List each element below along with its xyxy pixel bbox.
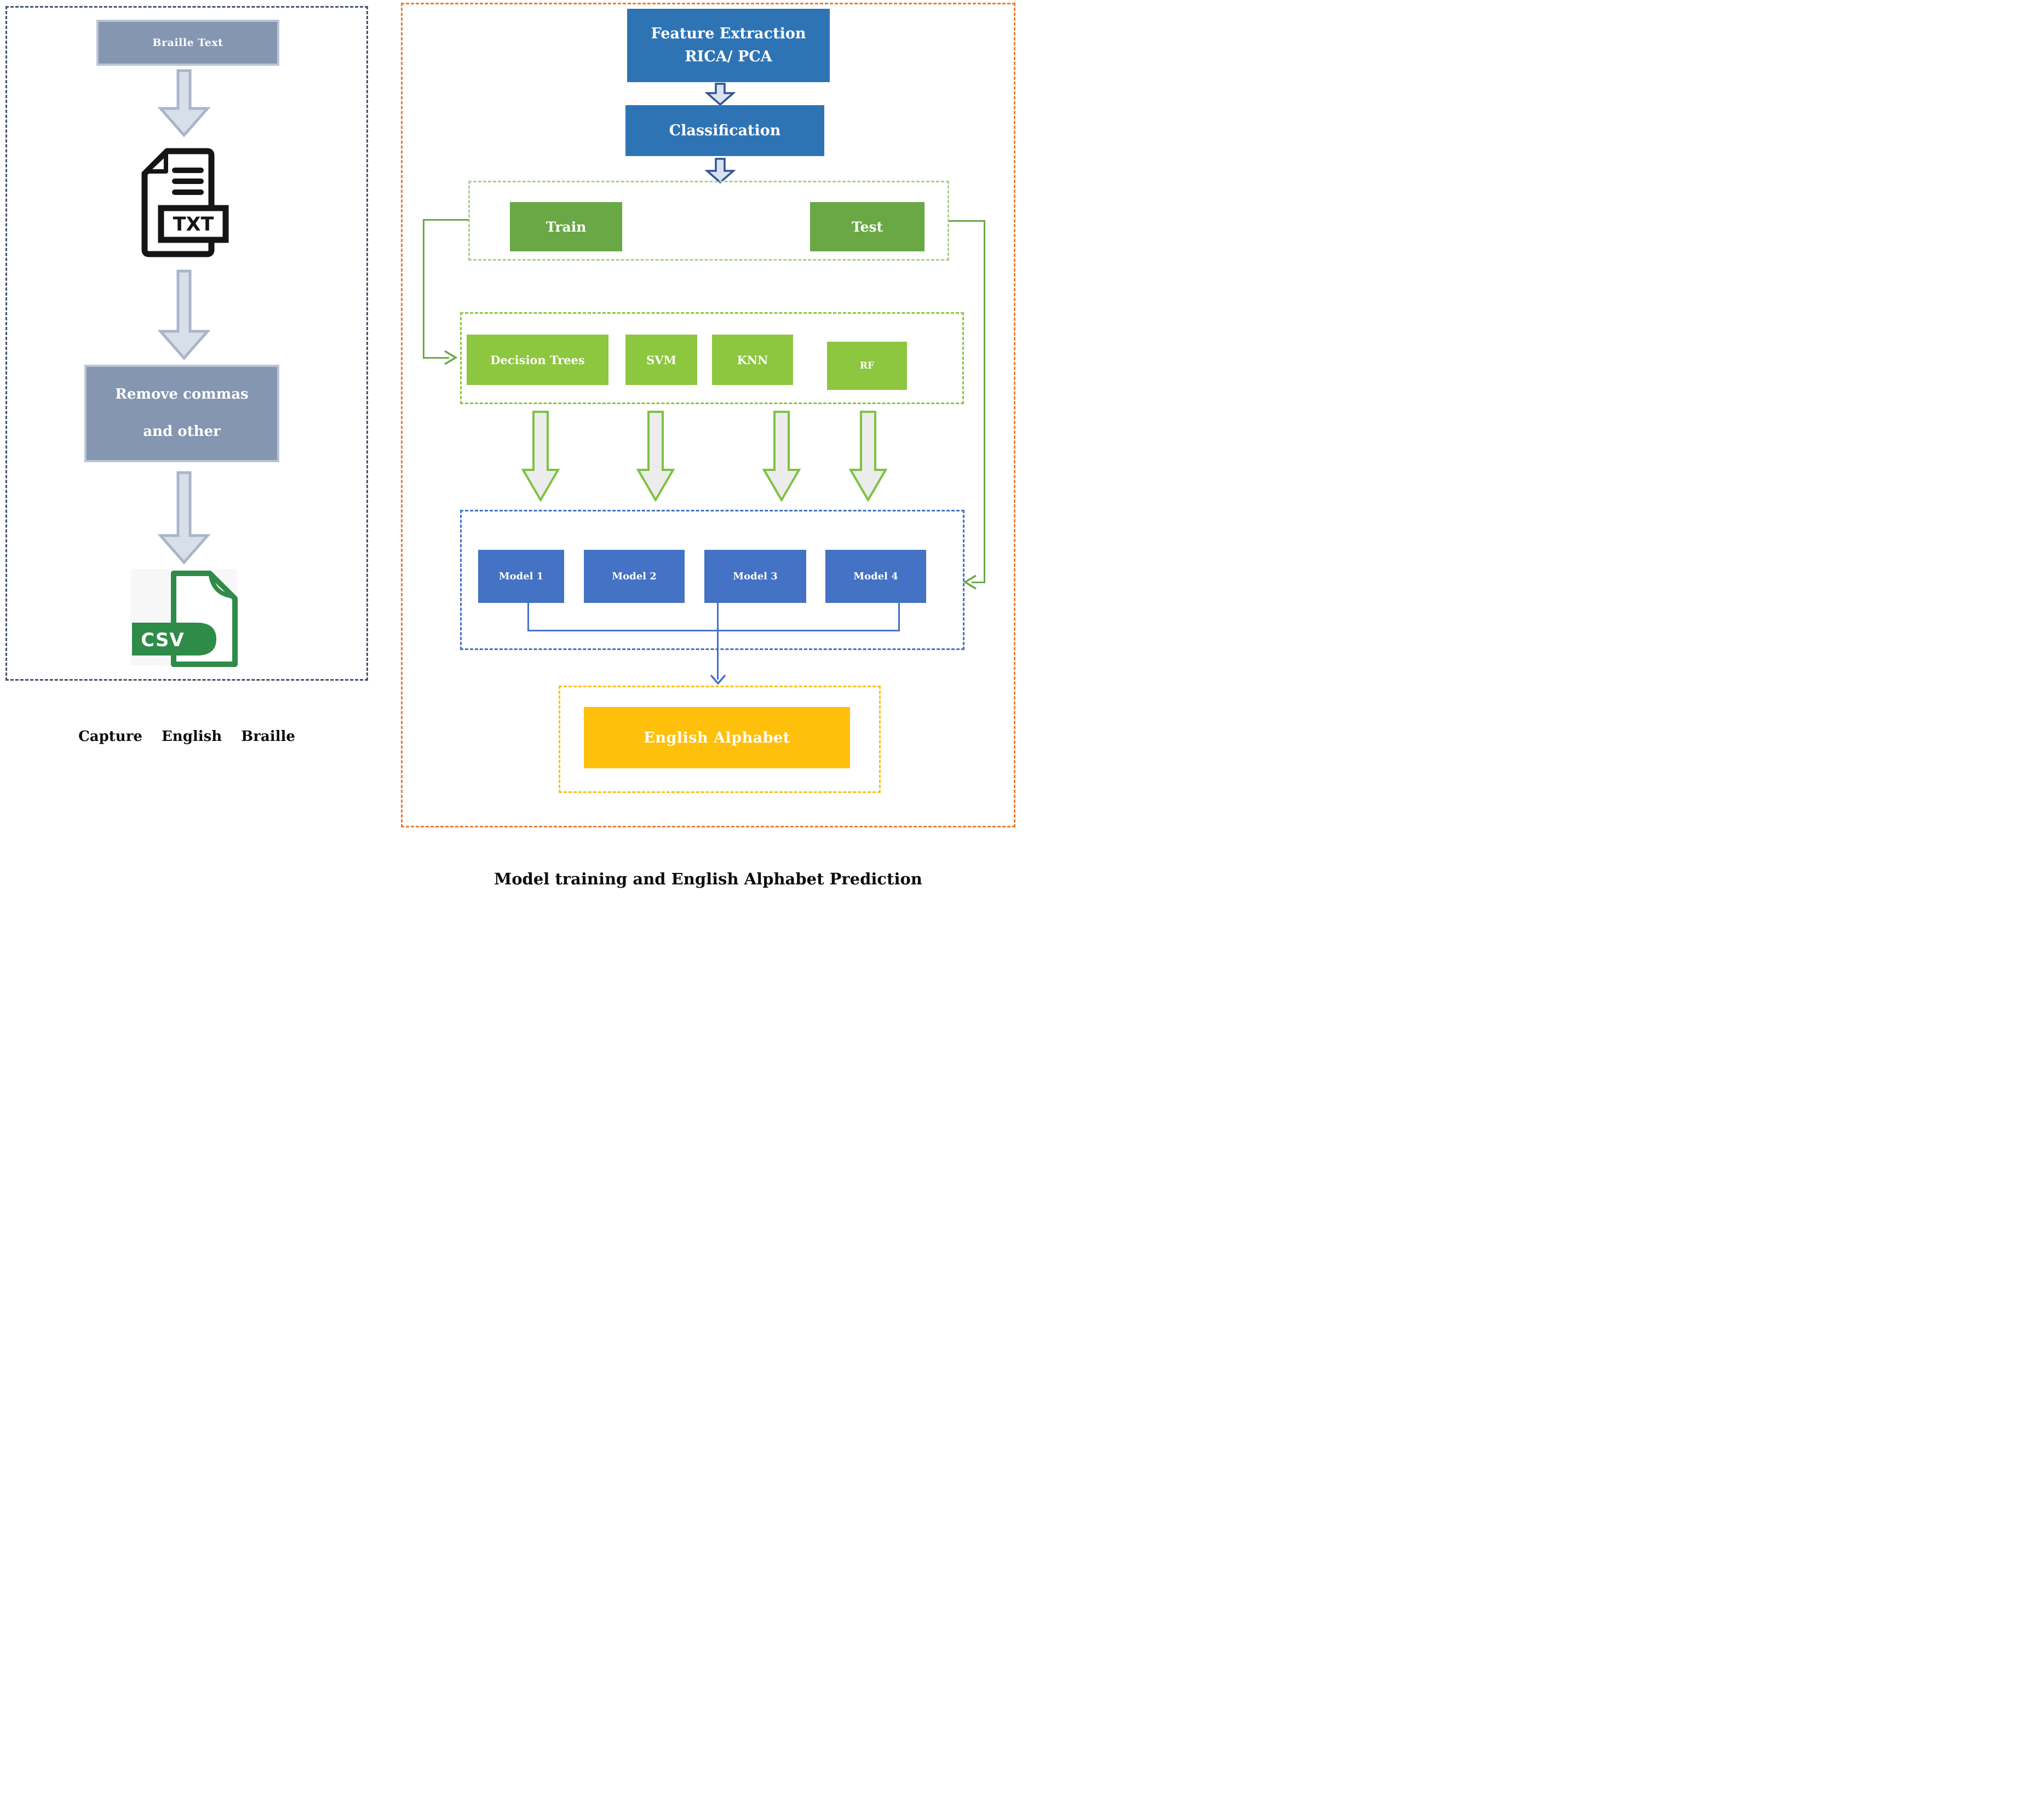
classification-node: Classification — [625, 105, 824, 156]
arrowhead-right-icon — [444, 350, 458, 365]
down-arrow-icon — [705, 83, 736, 106]
train-node: Train — [510, 202, 622, 251]
down-arrow-icon — [157, 269, 211, 360]
model-1-node: Model 1 — [478, 550, 564, 603]
arrowhead-down-icon — [710, 674, 726, 685]
train-label: Train — [546, 219, 587, 235]
left-panel-caption: Capture English Braille — [78, 728, 295, 745]
right-panel-caption: Model training and English Alphabet Pred… — [494, 870, 922, 888]
classifier-frame — [460, 312, 964, 404]
train-connector-line — [423, 357, 449, 359]
model-2-label: Model 2 — [612, 571, 657, 582]
model-4-node: Model 4 — [825, 550, 926, 603]
model-3-label: Model 3 — [733, 571, 778, 582]
rf-label: RF — [859, 360, 875, 371]
down-arrow-icon — [521, 411, 560, 502]
feature-extraction-line2: RICA/ PCA — [685, 48, 772, 65]
decision-trees-node: Decision Trees — [467, 335, 608, 385]
train-connector-line — [423, 219, 424, 358]
model-training-panel — [401, 3, 1015, 827]
test-connector-line — [984, 220, 985, 583]
down-arrow-icon — [157, 471, 211, 564]
test-connector-line — [972, 582, 985, 583]
test-node: Test — [810, 202, 925, 251]
train-connector-line — [423, 219, 469, 221]
rf-node: RF — [827, 342, 907, 390]
down-arrow-icon — [762, 411, 801, 502]
down-arrow-icon — [157, 69, 211, 137]
svm-node: SVM — [625, 335, 697, 385]
feature-extraction-node: Feature Extraction RICA/ PCA — [627, 9, 830, 82]
svm-label: SVM — [646, 353, 676, 367]
feature-extraction-line1: Feature Extraction — [651, 25, 806, 43]
model-2-node: Model 2 — [584, 550, 685, 603]
model-4-label: Model 4 — [853, 571, 898, 582]
flowchart-canvas: Braille Text TXT Remove commas and other… — [0, 0, 1022, 897]
remove-commas-line1: Remove commas — [115, 386, 249, 403]
braille-text-node: Braille Text — [96, 20, 279, 66]
model-1-label: Model 1 — [498, 571, 544, 582]
knn-label: KNN — [737, 353, 768, 367]
braille-text-label: Braille Text — [152, 37, 223, 49]
remove-commas-line2: and other — [143, 423, 221, 440]
braille-capture-panel — [5, 6, 368, 681]
down-arrow-icon — [848, 411, 888, 502]
output-connector-line — [717, 603, 719, 680]
english-alphabet-node: English Alphabet — [584, 707, 850, 768]
down-arrow-icon — [636, 411, 675, 502]
remove-commas-node: Remove commas and other — [84, 365, 279, 462]
english-alphabet-label: English Alphabet — [644, 729, 790, 746]
down-arrow-icon — [705, 158, 736, 183]
model-connector-line — [527, 603, 529, 631]
csv-file-icon: CSV — [131, 569, 238, 667]
model-connector-line — [527, 630, 900, 631]
txt-icon-label: TXT — [173, 214, 214, 235]
output-frame — [559, 686, 881, 793]
txt-file-icon: TXT — [141, 148, 229, 257]
arrowhead-left-icon — [963, 574, 977, 590]
model-3-node: Model 3 — [704, 550, 806, 603]
model-frame — [460, 510, 964, 650]
decision-trees-label: Decision Trees — [490, 353, 585, 367]
train-test-frame — [468, 181, 949, 261]
knn-node: KNN — [712, 335, 793, 385]
classification-label: Classification — [669, 122, 781, 139]
csv-icon-label: CSV — [141, 629, 184, 651]
model-connector-line — [898, 603, 900, 631]
test-label: Test — [851, 219, 883, 235]
test-connector-line — [949, 220, 985, 222]
